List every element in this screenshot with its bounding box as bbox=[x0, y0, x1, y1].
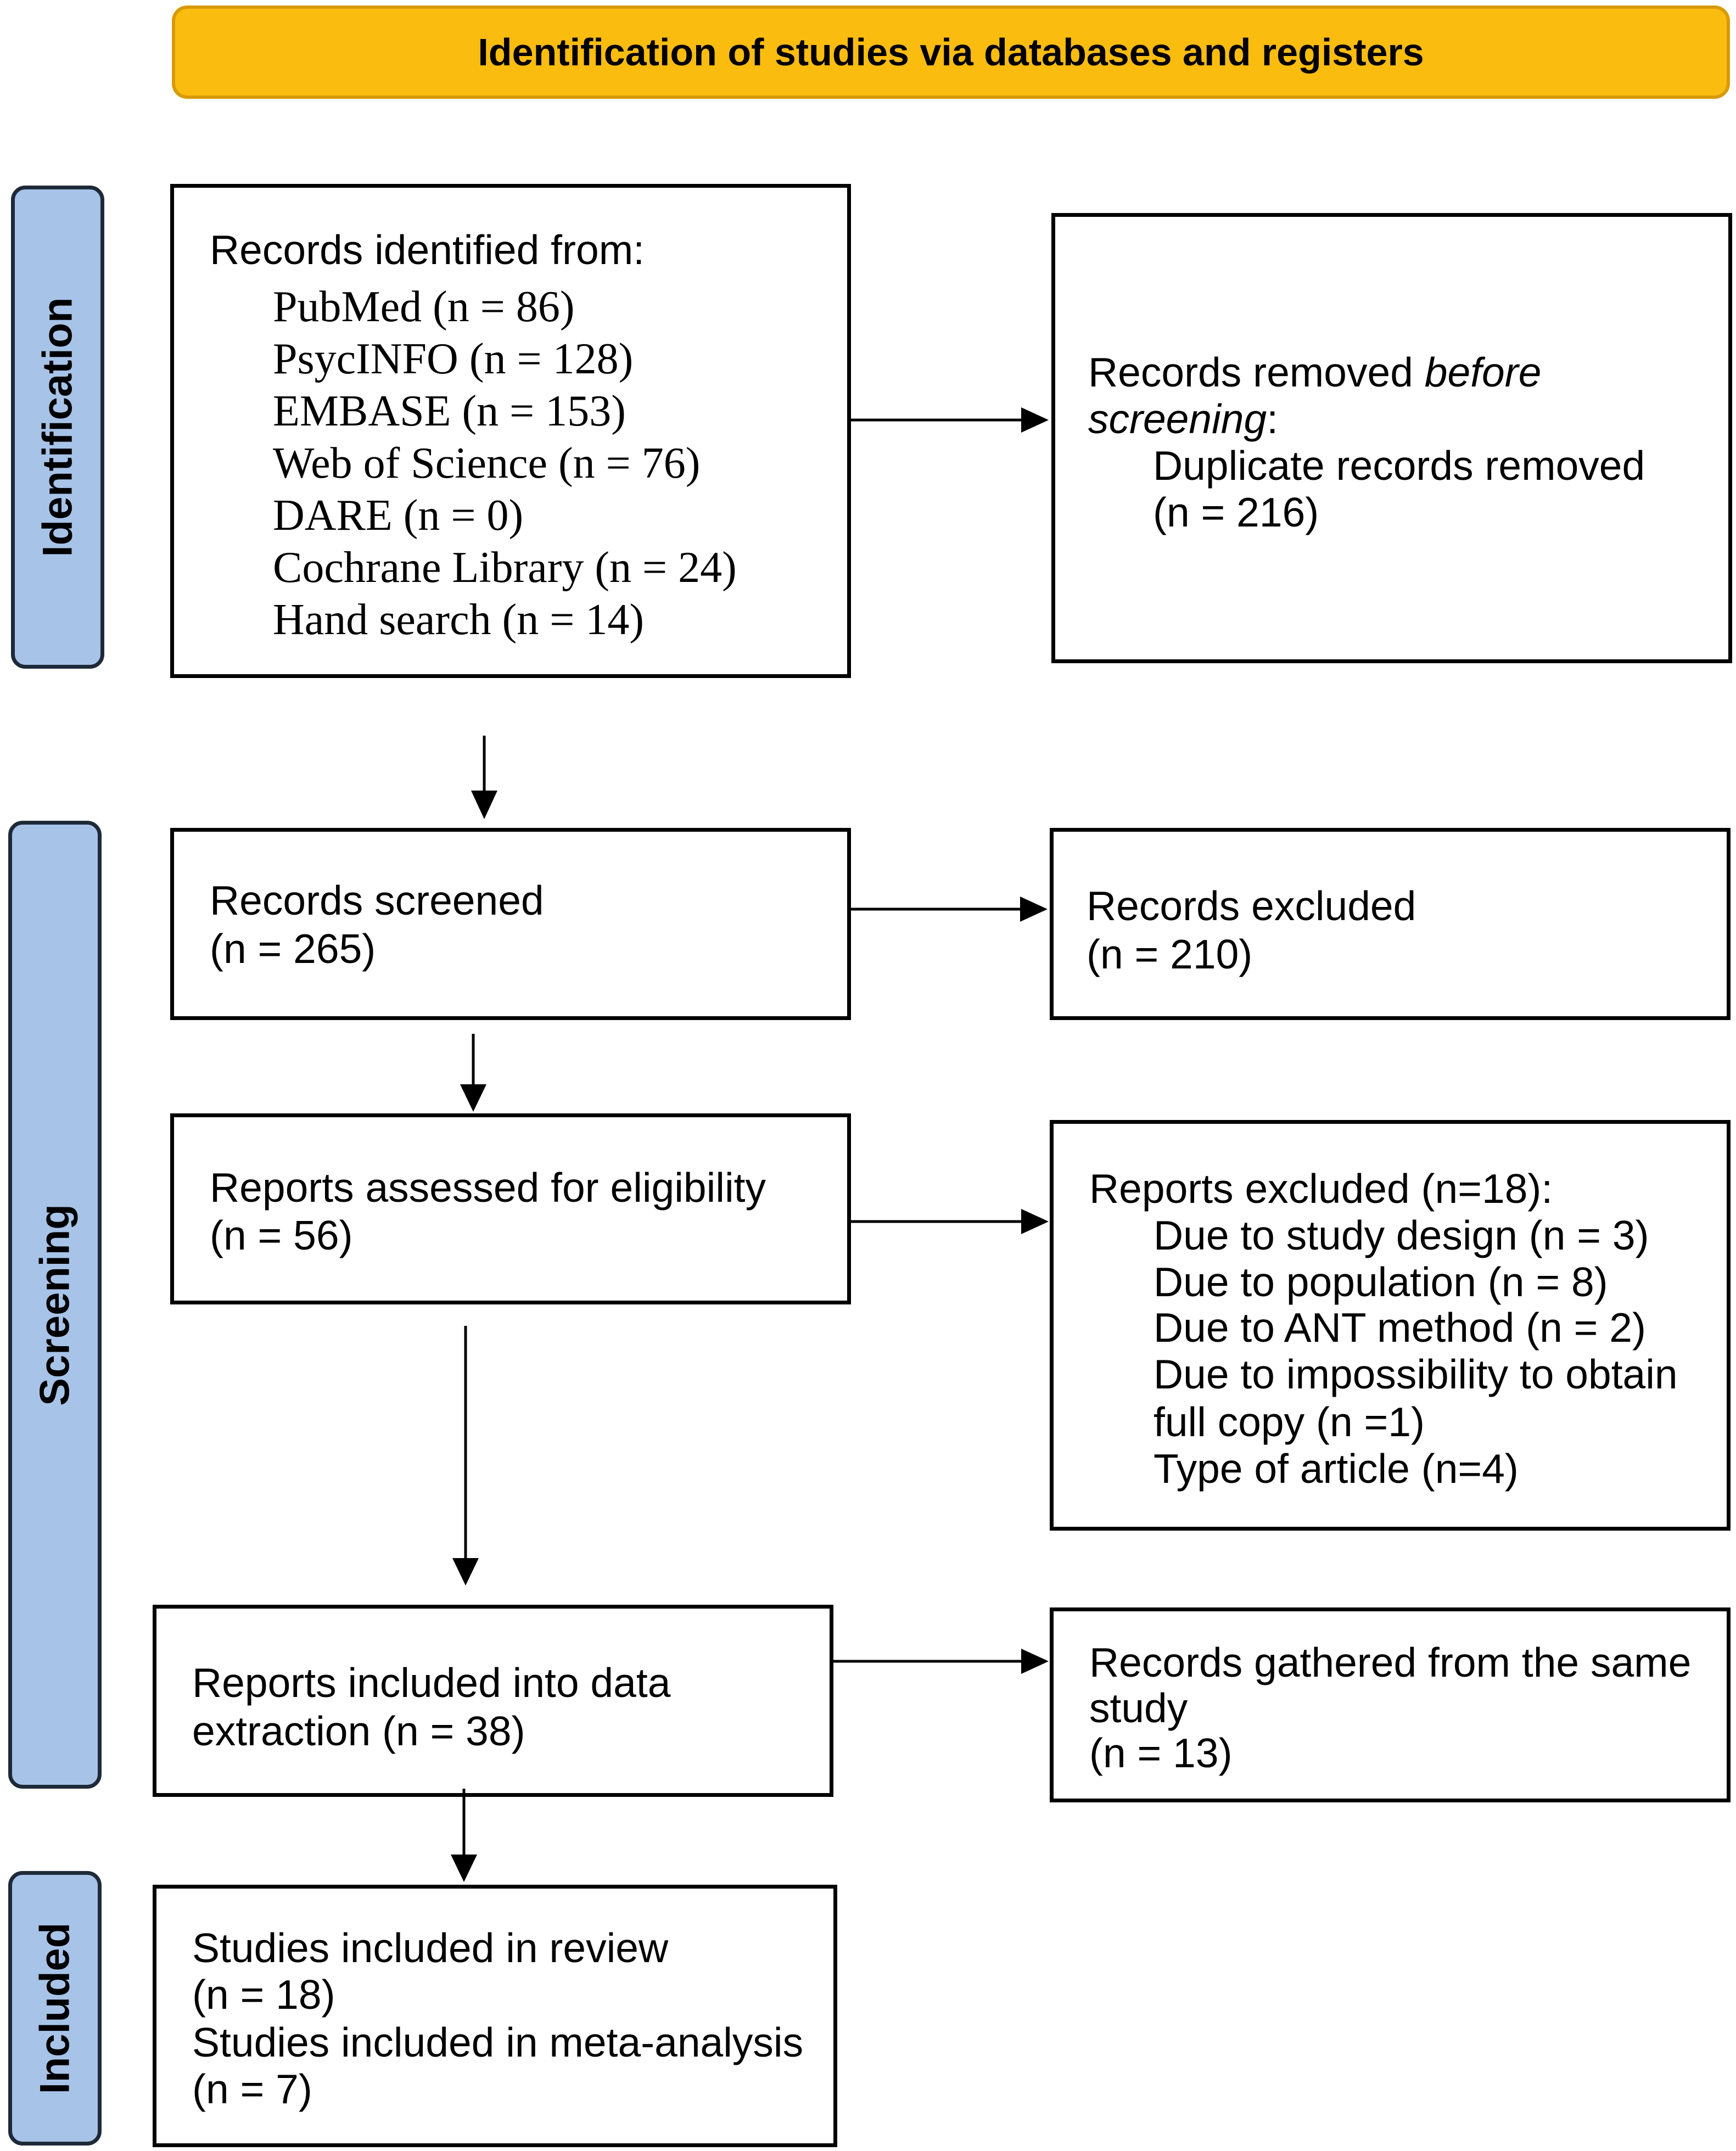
source-item: Web of Science (n = 76) bbox=[273, 439, 701, 488]
source-item: PsycINFO (n = 128) bbox=[273, 335, 634, 383]
exclusion-reason: Due to population (n = 8) bbox=[1153, 1259, 1608, 1305]
arrowhead bbox=[460, 1084, 486, 1112]
source-item: PubMed (n = 86) bbox=[273, 283, 575, 331]
arrowhead bbox=[1021, 1209, 1049, 1234]
source-item: EMBASE (n = 153) bbox=[273, 387, 626, 435]
source-item: Cochrane Library (n = 24) bbox=[273, 544, 737, 592]
same-study-line1: Records gathered from the same bbox=[1089, 1639, 1692, 1685]
exclusion-reason: full copy (n =1) bbox=[1153, 1399, 1425, 1445]
data-extraction-box: Reports included into data extraction (n… bbox=[153, 1605, 833, 1797]
records-removed-line1: Records removed before bbox=[1088, 349, 1541, 396]
studies-included-box: Studies included in review (n = 18) Stud… bbox=[153, 1885, 837, 2147]
source-item: DARE (n = 0) bbox=[273, 491, 524, 540]
review-count: (n = 18) bbox=[192, 1971, 335, 2018]
arrowhead bbox=[451, 1855, 477, 1882]
reports-assessed-box: Reports assessed for eligibility (n = 56… bbox=[170, 1113, 851, 1304]
data-extraction-count: extraction (n = 38) bbox=[192, 1708, 525, 1754]
arrowhead bbox=[1020, 897, 1048, 922]
duplicates-label: Duplicate records removed bbox=[1153, 442, 1645, 489]
exclusion-reason: Due to ANT method (n = 2) bbox=[1153, 1304, 1646, 1351]
data-extraction-label: Reports included into data bbox=[192, 1660, 671, 1706]
arrowhead bbox=[1021, 407, 1049, 433]
records-screened-count: (n = 265) bbox=[210, 926, 376, 972]
records-excluded-box: Records excluded (n = 210) bbox=[1050, 828, 1731, 1020]
before-emphasis: before bbox=[1424, 349, 1542, 395]
arrowhead bbox=[1021, 1649, 1049, 1674]
meta-analysis-label: Studies included in meta-analysis bbox=[192, 2019, 804, 2065]
arrowhead bbox=[471, 791, 497, 819]
records-excluded-label: Records excluded bbox=[1087, 883, 1416, 929]
records-excluded-count: (n = 210) bbox=[1087, 931, 1253, 977]
meta-analysis-count: (n = 7) bbox=[192, 2066, 312, 2112]
source-item: Hand search (n = 14) bbox=[273, 596, 644, 644]
same-study-count: (n = 13) bbox=[1089, 1730, 1233, 1776]
records-identified-heading: Records identified from: bbox=[210, 227, 645, 273]
review-label: Studies included in review bbox=[192, 1925, 669, 1971]
reports-assessed-label: Reports assessed for eligibility bbox=[210, 1164, 766, 1211]
records-removed-line2: screening: bbox=[1088, 395, 1278, 442]
same-study-line2: study bbox=[1089, 1685, 1188, 1731]
records-screened-label: Records screened bbox=[210, 877, 544, 923]
records-identified-box: Records identified from: PubMed (n = 86)… bbox=[170, 184, 851, 678]
records-removed-box: Records removed before screening: Duplic… bbox=[1051, 213, 1732, 663]
header-title: Identification of studies via databases … bbox=[478, 31, 1424, 74]
duplicates-count: (n = 216) bbox=[1153, 489, 1319, 535]
same-study-box: Records gathered from the same study (n … bbox=[1050, 1607, 1731, 1802]
phase-screening: Screening bbox=[8, 821, 102, 1789]
exclusion-reason: Due to study design (n = 3) bbox=[1153, 1212, 1649, 1258]
exclusion-reason: Type of article (n=4) bbox=[1153, 1446, 1519, 1492]
phase-included: Included bbox=[8, 1871, 102, 2146]
screening-emphasis: screening bbox=[1088, 396, 1267, 442]
reports-excluded-heading: Reports excluded (n=18): bbox=[1089, 1166, 1553, 1212]
reports-excluded-box: Reports excluded (n=18): Due to study de… bbox=[1050, 1120, 1731, 1531]
records-removed-colon: : bbox=[1267, 396, 1279, 442]
phase-identification: Identification bbox=[11, 186, 104, 669]
header-banner: Identification of studies via databases … bbox=[172, 5, 1730, 99]
records-removed-text: Records removed bbox=[1088, 349, 1425, 395]
exclusion-reason: Due to impossibility to obtain bbox=[1153, 1351, 1678, 1397]
arrowhead bbox=[452, 1558, 479, 1586]
reports-assessed-count: (n = 56) bbox=[210, 1212, 353, 1258]
records-screened-box: Records screened (n = 265) bbox=[170, 828, 851, 1020]
